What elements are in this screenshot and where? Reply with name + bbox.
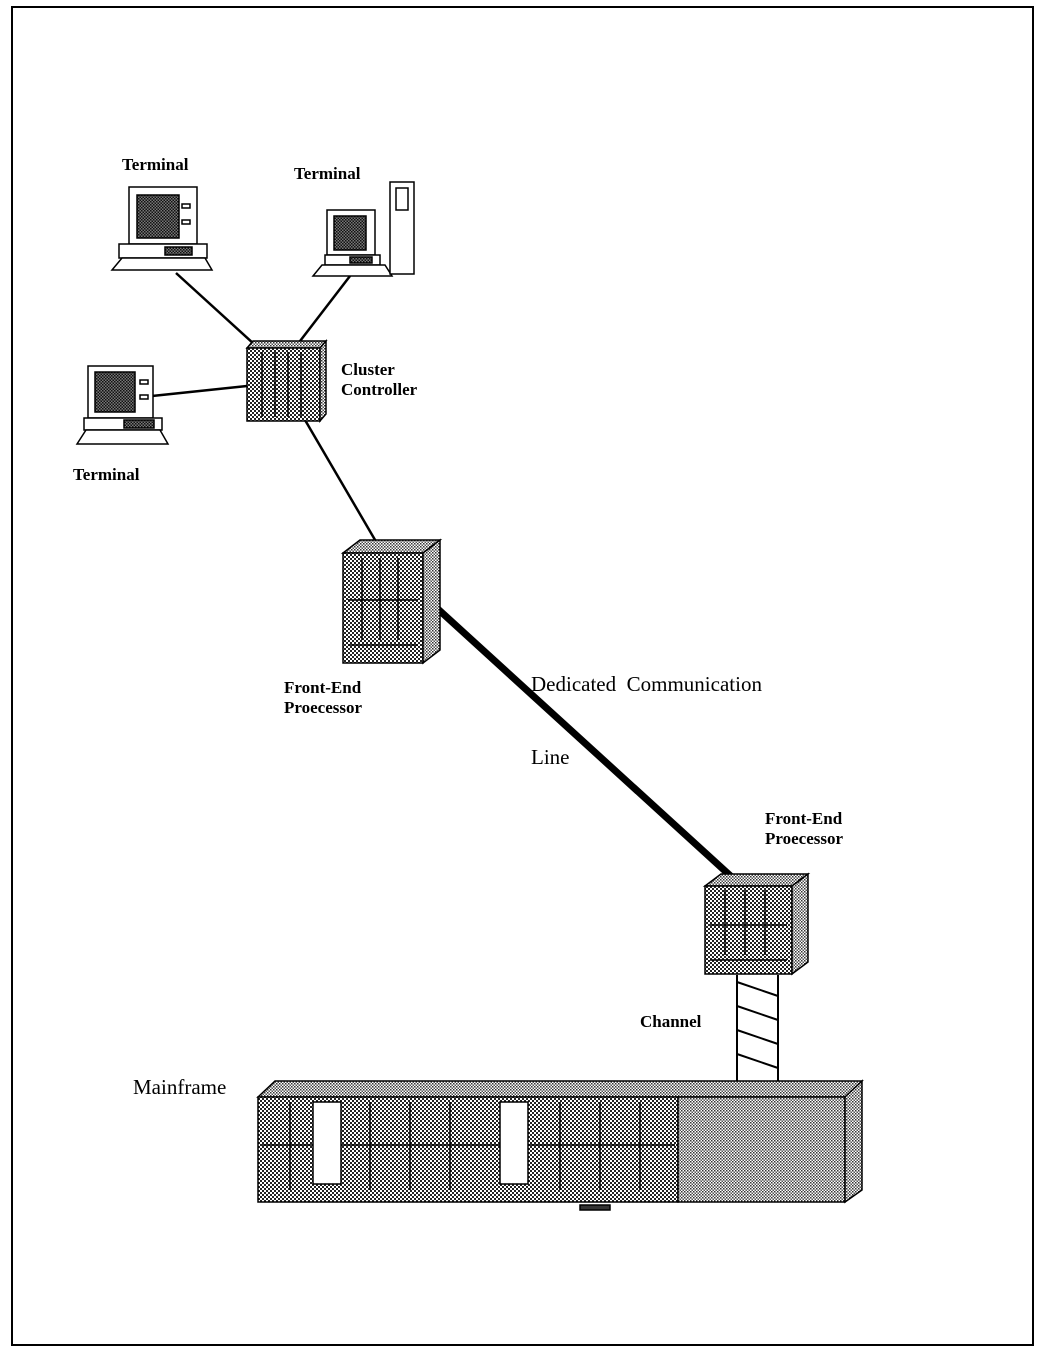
terminal-left-label: Terminal [73, 465, 140, 484]
connection-lines [151, 272, 738, 883]
front-end-processor-remote-icon [702, 872, 811, 976]
terminal-left-icon [75, 365, 170, 445]
link-controller-to-fep [303, 419, 380, 546]
front-end-processor-local-label: Front-End Proecessor [284, 678, 362, 717]
terminal-top-left-icon [110, 186, 214, 271]
terminal-top-left-label: Terminal [122, 155, 189, 174]
link-terminal-top-left-to-controller [175, 272, 256, 346]
mainframe-icon [256, 1079, 864, 1211]
dedicated-line-label: Dedicated Communication Line [531, 624, 762, 793]
diagram-frame [11, 6, 1034, 1346]
mainframe-label: Mainframe [133, 1075, 227, 1099]
link-terminal-top-right-to-controller [296, 275, 351, 346]
front-end-processor-local-icon [340, 538, 443, 665]
dedicated-line-label-line-2: Line [531, 744, 570, 769]
front-end-processor-remote-label: Front-End Proecessor [765, 809, 843, 848]
terminal-top-right-icon [311, 181, 415, 277]
front-end-processor-remote-label-line-1: Front-End [765, 809, 843, 828]
channel-connector [736, 975, 779, 1083]
dedicated-communication-line [425, 597, 738, 883]
link-terminal-left-to-controller [151, 384, 248, 398]
terminal-top-right-label: Terminal [294, 164, 361, 183]
front-end-processor-local-label-line-2: Proecessor [284, 697, 363, 717]
cluster-controller-icon [245, 338, 328, 424]
dedicated-line-label-line-1: Dedicated Communication [531, 672, 762, 697]
cluster-controller-label-line-2: Controller [341, 379, 418, 399]
front-end-processor-remote-label-line-2: Proecessor [765, 828, 844, 848]
cluster-controller-label-line-1: Cluster [341, 360, 395, 379]
front-end-processor-local-label-line-1: Front-End [284, 678, 362, 697]
cluster-controller-label: Cluster Controller [341, 360, 417, 399]
channel-label: Channel [640, 1012, 702, 1031]
